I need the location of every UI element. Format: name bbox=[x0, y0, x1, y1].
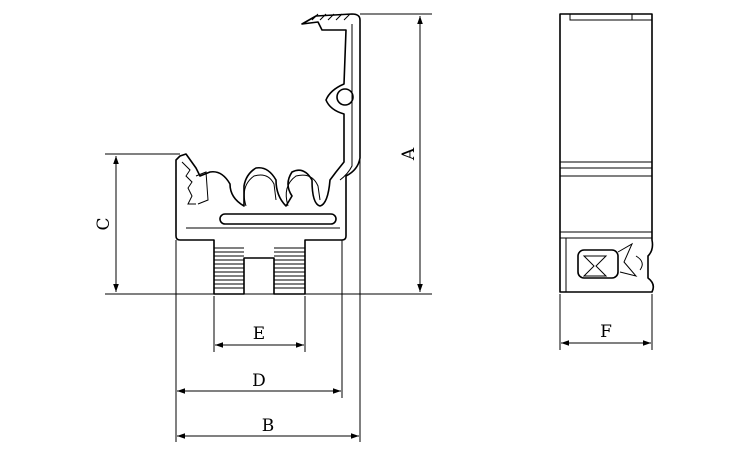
dimension-e-label: E bbox=[253, 324, 265, 344]
cable-channel-left bbox=[243, 174, 277, 207]
dimension-lines bbox=[105, 13, 653, 442]
left-latch bbox=[181, 161, 209, 205]
side-view bbox=[559, 13, 655, 293]
front-view bbox=[175, 13, 361, 295]
cable-channel-right bbox=[285, 174, 321, 207]
side-latch-detail bbox=[577, 242, 643, 279]
front-view-outline bbox=[175, 13, 361, 295]
dimension-f-label: F bbox=[600, 322, 612, 342]
side-band-lines bbox=[560, 161, 652, 239]
dimension-b-label: B bbox=[262, 416, 275, 436]
side-view-outline bbox=[559, 13, 655, 293]
dimension-a-label: A bbox=[399, 147, 419, 161]
spine-inner-wall bbox=[339, 24, 353, 181]
dimension-d-label: D bbox=[252, 371, 266, 391]
left-foot-hatching bbox=[214, 247, 244, 289]
side-top-cap bbox=[569, 14, 652, 21]
inner-slot bbox=[219, 213, 337, 225]
hook-barbs bbox=[311, 13, 351, 21]
right-foot-hatching bbox=[274, 247, 305, 289]
hinge-pin bbox=[336, 88, 354, 106]
dimension-c-label: C bbox=[94, 217, 114, 230]
